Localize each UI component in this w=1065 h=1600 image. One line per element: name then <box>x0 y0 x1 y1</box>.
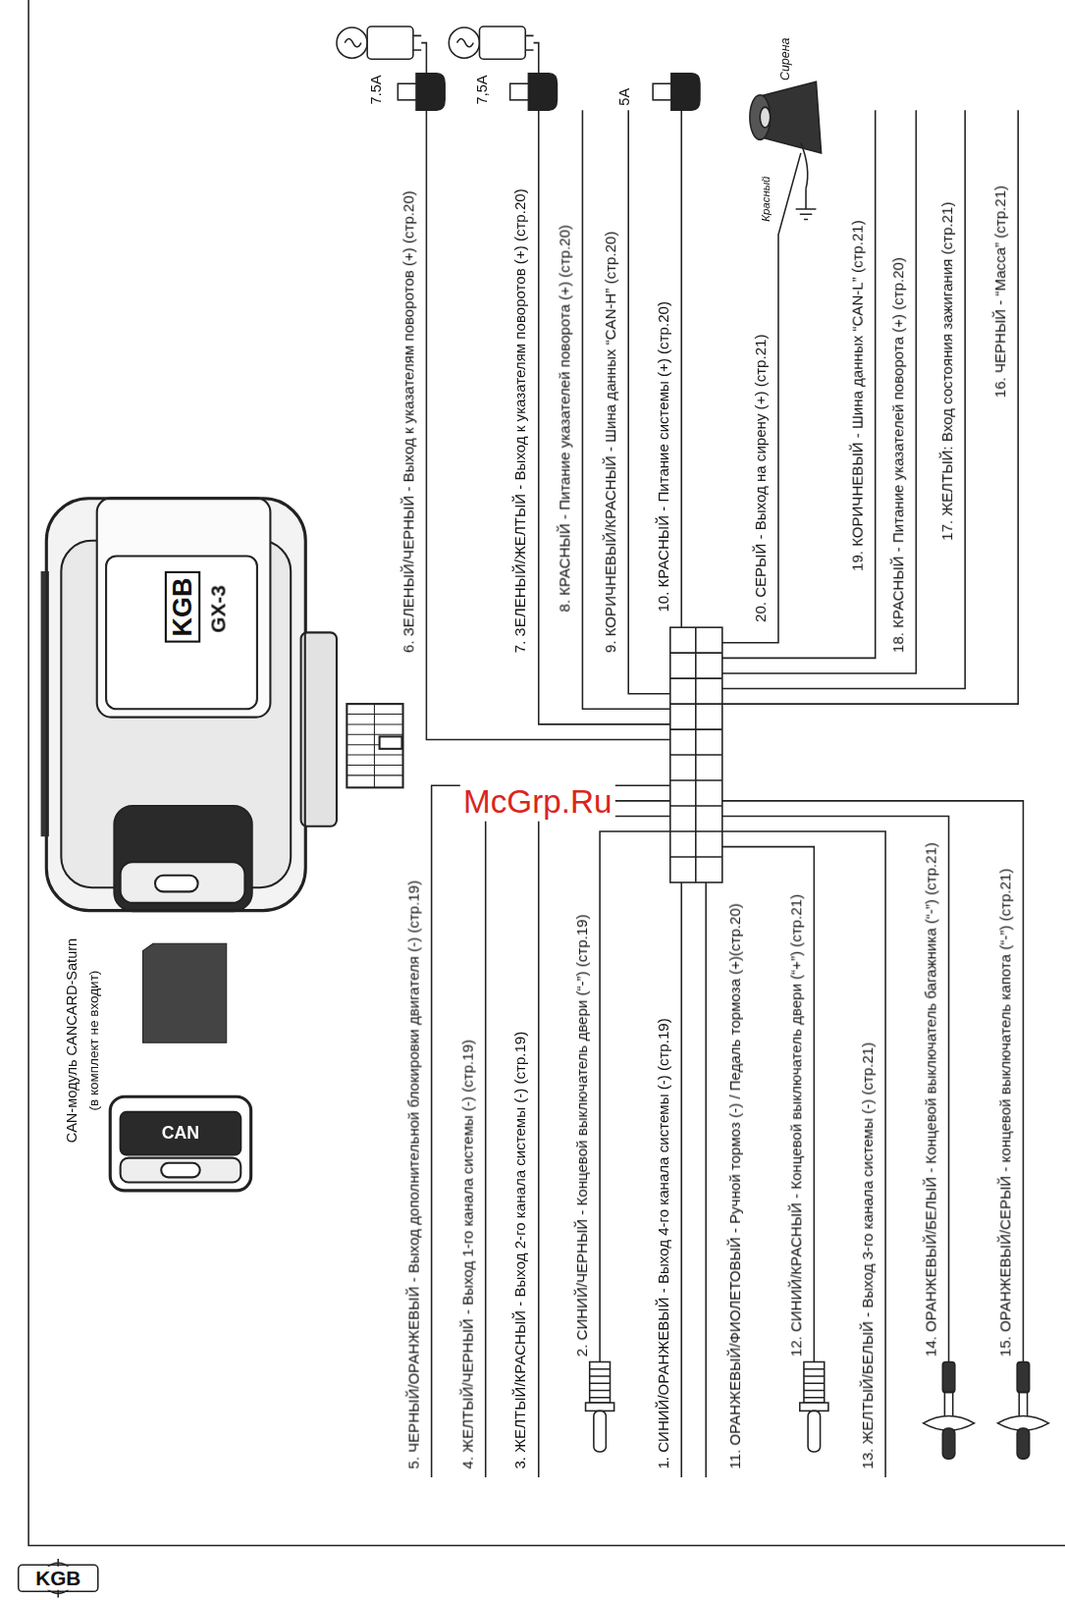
fuse-rating: 5A <box>616 88 634 107</box>
brand-logo: KGB <box>32 1566 84 1591</box>
node-title: KGB <box>164 571 201 643</box>
alarm-unit: KGBGX-3 <box>46 497 307 911</box>
wire <box>722 109 1018 704</box>
wire-label: 18. КРАСНЫЙ - Питание указателей поворот… <box>888 257 907 653</box>
wire <box>485 800 671 1478</box>
page-frame <box>28 0 1065 1546</box>
wire-label: 20. СЕРЫЙ - Выход на сирену (+) (стр.21) <box>750 334 770 623</box>
wire-label: 9. КОРИЧНЕВЫЙ/КРАСНЫЙ - Шина данных “CAN… <box>600 231 620 653</box>
wire <box>722 153 801 643</box>
wire-label: 13. ЖЕЛТЫЙ/БЕЛЫЙ - Выход 3-го канала сис… <box>857 1042 877 1470</box>
node-title: CAN <box>161 1122 200 1144</box>
wire <box>431 785 671 1478</box>
wire <box>722 815 950 1362</box>
can-module-drawing <box>109 1096 251 1191</box>
door-switch <box>585 1361 829 1451</box>
hood-trunk-pin <box>923 1361 1050 1459</box>
wire-label: 11. ОРАНЖЕВЫЙ/ФИОЛЕТОВЫЙ - Ручной тормоз… <box>725 903 745 1469</box>
wire-label: 1. СИНИЙ/ОРАНЖЕВЫЙ - Выход 4-го канала с… <box>653 1017 673 1469</box>
wire-color: Красный <box>758 176 771 222</box>
part-name: CAN-модуль CANCARD-Saturn <box>62 938 80 1144</box>
wire-label: 17. ЖЕЛТЫЙ: Вход состояния зажигания (ст… <box>937 202 957 541</box>
wire-label: 12. СИНИЙ/КРАСНЫЙ - Концевой выключатель… <box>786 894 805 1357</box>
alarm-unit-drawing <box>41 497 404 911</box>
wire <box>704 882 707 1478</box>
wire <box>722 109 965 689</box>
wire-label: 19. КОРИЧНЕВЫЙ - Шина данных “CAN-L” (ст… <box>848 219 867 572</box>
wire-label: 5. ЧЕРНЫЙ/ОРАНЖЕВЫЙ - Выход дополнительн… <box>404 880 424 1470</box>
fuse-rating: 7,5A <box>473 74 490 105</box>
wire <box>680 882 683 1478</box>
wire-label: 3. ЖЕЛТЫЙ/КРАСНЫЙ - Выход 2-го канала си… <box>511 1031 531 1470</box>
watermark: McGrp.Ru <box>460 783 616 821</box>
wire-label: 4. ЖЕЛТЫЙ/ЧЕРНЫЙ - Выход 1-го канала сис… <box>458 1039 478 1470</box>
part-name: Сирена <box>778 37 794 81</box>
wire-label: 10. КРАСНЫЙ - Питание системы (+) (стр.2… <box>653 301 673 612</box>
turn-lamp-bulb <box>336 26 539 77</box>
brand-logo-mark <box>18 1558 99 1598</box>
wire <box>722 109 876 658</box>
wire-label: 15. ОРАНЖЕВЫЙ/СЕРЫЙ - концевой выключате… <box>995 868 1014 1358</box>
wire-label: 14. ОРАНЖЕВЫЙ/БЕЛЫЙ - Концевой выключате… <box>920 842 940 1357</box>
wire-label: 2. СИНИЙ/ЧЕРНЫЙ - Концевой выключатель д… <box>572 914 591 1358</box>
wire <box>538 109 671 725</box>
can-module: CAN <box>109 1096 251 1191</box>
wire-label: 6. ЗЕЛЕНЫЙ/ЧЕРНЫЙ - Выход к указателям п… <box>398 190 418 653</box>
wire-label: 16. ЧЕРНЫЙ - “Масса” (стр.21) <box>990 185 1010 398</box>
sd-card <box>143 943 227 1043</box>
wire-label: 8. КРАСНЫЙ - Питание указателей поворота… <box>554 224 574 613</box>
model-name: GX-3 <box>206 585 230 634</box>
wire <box>426 109 670 740</box>
wire <box>722 109 916 674</box>
harness-connector <box>670 627 723 883</box>
wire-label: 7. ЗЕЛЕНЫЙ/ЖЕЛТЫЙ - Выход к указателям п… <box>511 188 531 653</box>
wire <box>722 831 886 1478</box>
wire <box>538 815 671 1477</box>
fuse-rating: 7.5A <box>367 74 384 105</box>
fuse-holder <box>397 73 700 110</box>
note: (в комплект не входит) <box>86 970 103 1112</box>
wire <box>680 109 683 628</box>
